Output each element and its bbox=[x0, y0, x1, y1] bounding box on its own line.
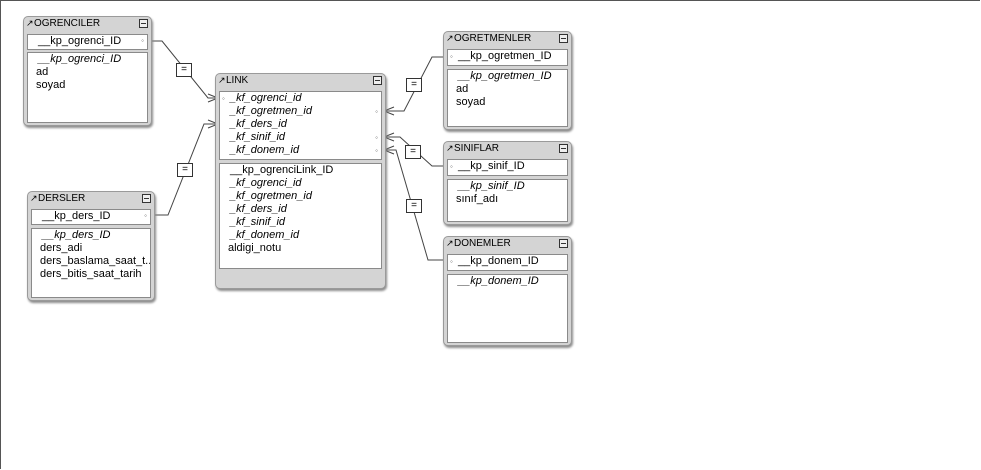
resize-corner-icon[interactable]: ↗ bbox=[446, 238, 454, 248]
match-field[interactable]: __kp_ogrenci_ID bbox=[38, 35, 122, 47]
match-field[interactable]: ◦_kf_ogrenci_id bbox=[222, 92, 302, 104]
match-field[interactable]: _kf_sinif_id◦ bbox=[230, 131, 378, 143]
table-dersler[interactable]: ↗ DERSLER __kp_ders_ID ◦ __kp_ders_ID de… bbox=[27, 191, 155, 301]
field-item[interactable]: __kp_donem_ID bbox=[458, 275, 539, 287]
resize-corner-icon[interactable]: ↗ bbox=[26, 18, 34, 28]
match-field[interactable]: ◦__kp_sinif_ID bbox=[450, 160, 525, 172]
field-item[interactable]: sınıf_adı bbox=[456, 193, 499, 205]
match-field[interactable]: __kp_ders_ID bbox=[42, 210, 111, 222]
table-header[interactable]: ↗ DONEMLER bbox=[444, 237, 571, 250]
match-fields-pane: ◦_kf_ogrenci_id _kf_ogretmen_id◦ _kf_der… bbox=[219, 91, 382, 160]
collapse-icon[interactable] bbox=[142, 194, 151, 203]
match-field[interactable]: _kf_donem_id◦ bbox=[230, 144, 378, 156]
match-field[interactable]: ◦__kp_ogretmen_ID bbox=[450, 50, 552, 62]
fields-pane: __kp_sinif_ID sınıf_adı bbox=[447, 179, 568, 222]
connector-icon: ◦ bbox=[375, 133, 378, 142]
connector-icon: ◦ bbox=[144, 211, 147, 220]
table-title: SINIFLAR bbox=[454, 143, 500, 154]
relationship-link-donemler-button[interactable]: = bbox=[406, 199, 422, 213]
field-item[interactable]: aldigi_notu bbox=[228, 242, 282, 254]
field-item[interactable]: ders_bitis_saat_tarih bbox=[40, 268, 142, 280]
relationship-dersler-link-button[interactable]: = bbox=[177, 163, 193, 177]
field-item[interactable]: ad bbox=[36, 66, 49, 78]
fields-pane: __kp_ogretmen_ID ad soyad bbox=[447, 69, 568, 127]
collapse-icon[interactable] bbox=[559, 239, 568, 248]
connector-icon: ◦ bbox=[375, 146, 378, 155]
fields-pane: __kp_ogrenci_ID ad soyad bbox=[27, 52, 148, 123]
resize-corner-icon[interactable]: ↗ bbox=[446, 33, 454, 43]
match-fields-pane: ◦__kp_donem_ID bbox=[447, 254, 568, 271]
relationship-ogrenciler-link-button[interactable]: = bbox=[176, 63, 192, 77]
table-header[interactable]: ↗ OGRETMENLER bbox=[444, 32, 571, 45]
relationship-link-ogretmenler-button[interactable]: = bbox=[406, 78, 422, 92]
table-header[interactable]: ↗ SINIFLAR bbox=[444, 142, 571, 155]
connector-icon: ◦ bbox=[450, 52, 453, 61]
match-fields-pane: __kp_ders_ID ◦ bbox=[31, 209, 151, 225]
table-header[interactable]: ↗ OGRENCILER bbox=[24, 17, 151, 30]
table-title: OGRETMENLER bbox=[454, 33, 532, 44]
collapse-icon[interactable] bbox=[559, 144, 568, 153]
field-item[interactable]: _kf_ogretmen_id bbox=[230, 190, 312, 202]
resize-corner-icon[interactable]: ↗ bbox=[218, 75, 226, 85]
field-item[interactable]: _kf_donem_id bbox=[230, 229, 300, 241]
match-field[interactable]: _kf_ders_id bbox=[230, 118, 287, 130]
relationship-link-siniflar-button[interactable]: = bbox=[405, 145, 421, 159]
match-field[interactable]: ◦__kp_donem_ID bbox=[450, 255, 539, 267]
table-title: LINK bbox=[226, 75, 249, 86]
table-title: DONEMLER bbox=[454, 238, 511, 249]
match-fields-pane: __kp_ogrenci_ID ◦ bbox=[27, 34, 148, 50]
resize-corner-icon[interactable]: ↗ bbox=[30, 193, 38, 203]
match-field[interactable]: _kf_ogretmen_id◦ bbox=[230, 105, 378, 117]
collapse-icon[interactable] bbox=[373, 76, 382, 85]
table-title: OGRENCILER bbox=[34, 18, 101, 29]
connector-icon: ◦ bbox=[450, 162, 453, 171]
connector-icon: ◦ bbox=[450, 257, 453, 266]
table-title: DERSLER bbox=[38, 193, 86, 204]
table-ogretmenler[interactable]: ↗ OGRETMENLER ◦__kp_ogretmen_ID __kp_ogr… bbox=[443, 31, 572, 130]
field-item[interactable]: __kp_ogretmen_ID bbox=[458, 70, 552, 82]
field-item[interactable]: _kf_sinif_id bbox=[230, 216, 286, 228]
fields-pane: __kp_ders_ID ders_adi ders_baslama_saat_… bbox=[31, 228, 151, 298]
table-header[interactable]: ↗ DERSLER bbox=[28, 192, 154, 205]
field-item[interactable]: soyad bbox=[456, 96, 486, 108]
fields-pane: __kp_donem_ID bbox=[447, 274, 568, 343]
field-item[interactable]: __kp_ogrenciLink_ID bbox=[230, 164, 334, 176]
table-donemler[interactable]: ↗ DONEMLER ◦__kp_donem_ID __kp_donem_ID bbox=[443, 236, 572, 346]
field-item[interactable]: ad bbox=[456, 83, 469, 95]
field-item[interactable]: __kp_sinif_ID bbox=[458, 180, 525, 192]
field-item[interactable]: _kf_ders_id bbox=[230, 203, 287, 215]
fields-pane: __kp_ogrenciLink_ID _kf_ogrenci_id _kf_o… bbox=[219, 163, 382, 269]
field-item[interactable]: _kf_ogrenci_id bbox=[230, 177, 302, 189]
table-header[interactable]: ↗ LINK bbox=[216, 74, 385, 87]
connector-icon: ◦ bbox=[375, 107, 378, 116]
table-ogrenciler[interactable]: ↗ OGRENCILER __kp_ogrenci_ID ◦ __kp_ogre… bbox=[23, 16, 152, 126]
resize-corner-icon[interactable]: ↗ bbox=[446, 143, 454, 153]
collapse-icon[interactable] bbox=[139, 19, 148, 28]
field-item[interactable]: __kp_ogrenci_ID bbox=[38, 53, 122, 65]
match-fields-pane: ◦__kp_ogretmen_ID bbox=[447, 49, 568, 66]
field-item[interactable]: soyad bbox=[36, 79, 66, 91]
match-fields-pane: ◦__kp_sinif_ID bbox=[447, 159, 568, 176]
table-siniflar[interactable]: ↗ SINIFLAR ◦__kp_sinif_ID __kp_sinif_ID … bbox=[443, 141, 572, 225]
table-link[interactable]: ↗ LINK ◦_kf_ogrenci_id _kf_ogretmen_id◦ … bbox=[215, 73, 386, 289]
field-item[interactable]: ders_baslama_saat_t... bbox=[40, 255, 150, 267]
connector-icon: ◦ bbox=[141, 36, 144, 45]
collapse-icon[interactable] bbox=[559, 34, 568, 43]
field-item[interactable]: __kp_ders_ID bbox=[42, 229, 111, 241]
field-item[interactable]: ders_adi bbox=[40, 242, 83, 254]
connector-icon: ◦ bbox=[222, 94, 225, 103]
